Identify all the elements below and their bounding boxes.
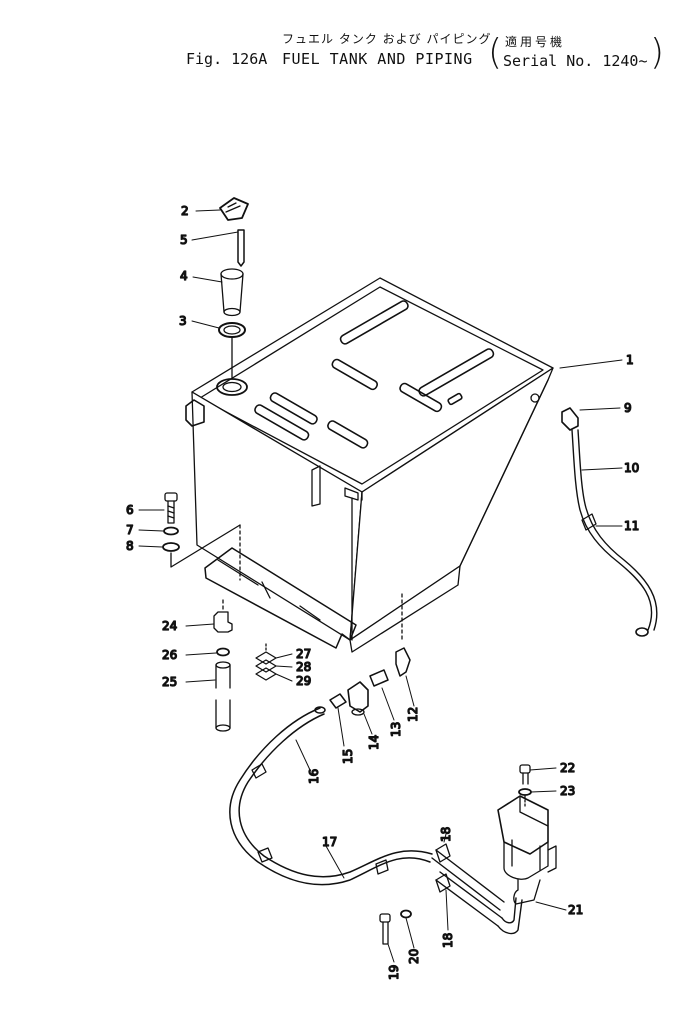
callout-10: 10 (624, 461, 639, 475)
hose-adapter (329, 693, 347, 709)
shim-29 (255, 667, 277, 681)
tank-mount-bolt (164, 492, 178, 524)
spring-washer (163, 526, 179, 536)
leader-lines (138, 209, 623, 963)
bolt-leader-line (170, 524, 241, 568)
callout-24: 24 (162, 619, 177, 633)
filter-mount-bolt (519, 764, 531, 785)
filler-cap (219, 197, 249, 221)
callout-25: 25 (162, 675, 177, 689)
callout-7: 7 (126, 523, 134, 537)
fuel-tank (185, 277, 554, 653)
tank-right-edge (459, 379, 549, 567)
callout-labels: 1 2 3 4 5 6 7 8 9 10 11 12 13 14 15 16 1… (125, 203, 640, 980)
callout-13: 13 (389, 722, 403, 737)
filter-pipes (431, 849, 523, 935)
callout-23: 23 (560, 784, 575, 798)
serial-bracket-close: ) (650, 32, 665, 73)
japanese-title: フュエル タンク および パイピング (282, 32, 492, 46)
callout-16: 16 (307, 769, 321, 784)
callout-29: 29 (296, 674, 311, 688)
callout-27: 27 (296, 647, 311, 661)
pipe-clamp-lower (435, 873, 451, 893)
tank-top-rim (199, 286, 544, 485)
callout-17: 17 (322, 835, 337, 849)
top-slots (254, 300, 495, 449)
callout-18a: 18 (439, 827, 453, 842)
filler-gasket (218, 322, 246, 338)
serial-bracket-open: ( (488, 32, 503, 73)
pipe-clamp-upper (435, 843, 451, 863)
filler-neck-inner (222, 381, 242, 393)
callout-12: 12 (406, 707, 420, 722)
serial-number: Serial No. 1240~ (503, 52, 648, 70)
callout-5: 5 (180, 233, 188, 247)
callout-20: 20 (407, 949, 421, 964)
filler-neck (216, 378, 248, 396)
callout-8: 8 (126, 539, 134, 553)
callout-15: 15 (341, 749, 355, 764)
callout-11: 11 (624, 519, 639, 533)
drain-nut (216, 647, 230, 657)
tank-corner-bracket (344, 487, 359, 501)
fuel-hose-lower (229, 706, 433, 886)
tank-outlet-fitting (530, 393, 540, 403)
filter-mount-washer (518, 788, 532, 796)
drain-elbow (395, 647, 411, 677)
trough-ribs (217, 559, 321, 621)
drain-adapter (369, 669, 389, 687)
callout-6: 6 (126, 503, 134, 517)
callout-3: 3 (179, 314, 187, 328)
callout-19: 19 (387, 965, 401, 980)
tank-side-bracket (185, 399, 205, 427)
elbow-fitting (561, 407, 579, 431)
filter-washer (400, 909, 412, 919)
drain-hose (215, 661, 231, 732)
shim-28 (255, 659, 277, 673)
drain-valve (213, 599, 233, 633)
figure-title: FUEL TANK AND PIPING (282, 50, 473, 68)
tee-fitting (347, 681, 369, 716)
callout-22: 22 (560, 761, 575, 775)
fuel-hose-right (571, 429, 658, 631)
shim-27 (255, 651, 277, 665)
tank-bottom-skirt (349, 565, 461, 653)
callout-18b: 18 (441, 933, 455, 948)
tank-front-bracket (311, 465, 321, 507)
fuel-filter (497, 795, 557, 905)
hose-clips (251, 763, 389, 875)
flat-washer (162, 542, 180, 552)
callout-4: 4 (180, 269, 188, 283)
strainer-chain (237, 229, 245, 267)
filter-bracket-bolt (379, 913, 391, 945)
hose-clamp (581, 513, 597, 531)
callout-26: 26 (162, 648, 177, 662)
figure-number: Fig. 126A (186, 50, 268, 68)
callout-2: 2 (181, 204, 189, 218)
callout-14: 14 (367, 735, 381, 750)
strainer-tube (220, 268, 244, 317)
callout-21: 21 (568, 903, 583, 917)
callout-9: 9 (624, 401, 632, 415)
hose-end-fitting (635, 627, 649, 637)
callout-28: 28 (296, 660, 311, 674)
callout-1: 1 (626, 353, 634, 367)
tank-bottom-trough (204, 547, 357, 649)
japanese-serial-label: 適用号機 (505, 35, 566, 49)
